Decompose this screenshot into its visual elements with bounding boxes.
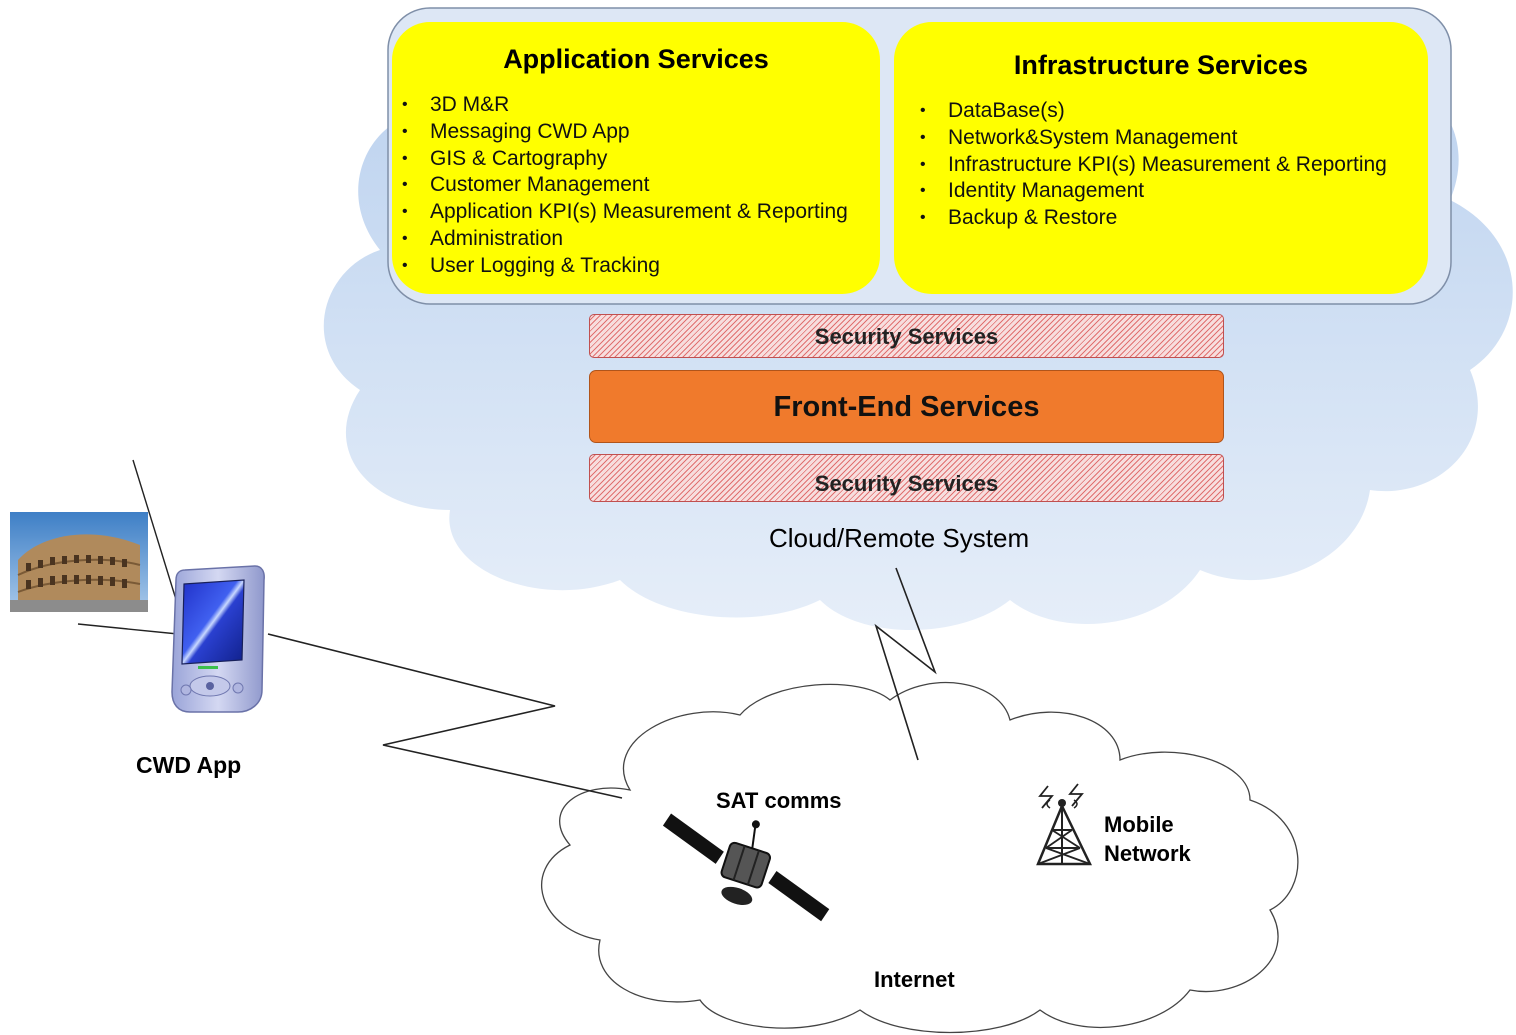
internet-label: Internet	[874, 967, 955, 992]
mobile-network-label-line1: Mobile	[1104, 812, 1174, 837]
application-service-item: •User Logging & Tracking	[402, 253, 660, 277]
application-service-item: •Messaging CWD App	[402, 119, 630, 143]
application-service-item: •Administration	[402, 226, 564, 250]
security-services-top-bar: Security Services	[589, 314, 1224, 358]
remote-link-zigzag	[874, 567, 937, 761]
cloud-remote-system-label: Cloud/Remote System	[769, 523, 1030, 553]
mobile-network-label: Mobile Network	[1104, 810, 1191, 868]
infrastructure-service-item: •Infrastructure KPI(s) Measurement & Rep…	[920, 152, 1387, 176]
application-service-item: •Application KPI(s) Measurement & Report…	[402, 200, 848, 224]
application-services-title: Application Services	[503, 44, 769, 74]
cwd-app-label: CWD App	[136, 752, 242, 778]
sat-comms-label: SAT comms	[716, 788, 842, 813]
colosseum-photo	[10, 512, 148, 612]
security-services-bottom-bar: Security Services	[589, 454, 1224, 502]
application-service-item: •Customer Management	[402, 173, 650, 197]
photo-line-a	[132, 459, 179, 607]
device-link-zigzag	[267, 633, 623, 799]
infrastructure-services-list: •DataBase(s) •Network&System Management …	[912, 98, 1387, 232]
pda-device-icon	[171, 565, 265, 713]
cell-tower-icon	[1036, 783, 1092, 866]
application-services-box: Application Services •3D M&R •Messaging …	[392, 22, 880, 294]
application-services-list: •3D M&R •Messaging CWD App •GIS & Cartog…	[394, 92, 848, 280]
infrastructure-service-item: •Network&System Management	[920, 125, 1238, 149]
photo-line-b	[77, 623, 179, 635]
mobile-network-label-line2: Network	[1104, 841, 1191, 866]
infrastructure-service-item: •DataBase(s)	[920, 99, 1065, 122]
infrastructure-services-box: Infrastructure Services •DataBase(s) •Ne…	[894, 22, 1428, 294]
front-end-services-bar: Front-End Services	[589, 370, 1224, 443]
internet-cloud	[541, 681, 1299, 1034]
infrastructure-service-item: •Backup & Restore	[920, 206, 1118, 230]
application-service-item: •GIS & Cartography	[402, 146, 608, 170]
satellite-icon	[662, 813, 830, 922]
infrastructure-services-title: Infrastructure Services	[1013, 50, 1309, 80]
infrastructure-service-item: •Identity Management	[920, 179, 1145, 203]
application-service-item: •3D M&R	[402, 93, 510, 116]
